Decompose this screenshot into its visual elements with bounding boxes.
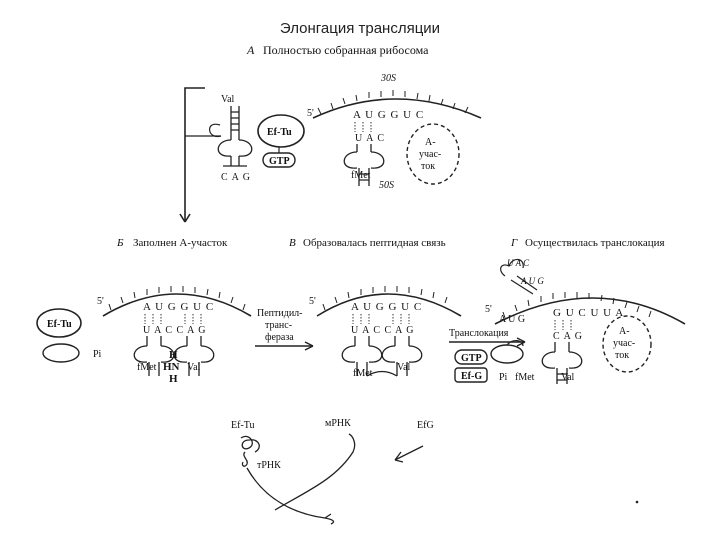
five-prime-a: 5'	[307, 108, 314, 119]
a-site-label-g-3: ток	[615, 350, 629, 361]
panel-b-letter: Б	[116, 237, 124, 249]
peptidyl-transferase-step: Пептидил- транс- фераза	[255, 308, 314, 351]
anticodon-cag-a: C A G	[221, 172, 251, 183]
delivery-bracket-line	[184, 87, 205, 222]
bottom-scribble	[240, 433, 424, 525]
fmet-label-v: fMet	[353, 368, 373, 379]
small-subunit-arc-v	[316, 293, 462, 317]
efg-label: Ef-G	[461, 371, 482, 382]
mrna-codons-b: A U G G U C	[143, 301, 214, 313]
gdp-capsule-b	[42, 343, 80, 363]
efg-gdp-capsule	[490, 344, 524, 364]
hn-label: HN	[163, 361, 180, 373]
a-site-label-a-3: ток	[421, 161, 435, 172]
subunit-ticks-v	[322, 286, 448, 311]
codon-aug-g: A U G	[499, 314, 525, 325]
mrna-codons-v: A U G G U C	[351, 301, 422, 313]
wing-aug: A U G	[520, 276, 544, 286]
trna-peptidyl-g	[541, 342, 583, 384]
released-trna	[500, 258, 538, 295]
gtp-capsule-a	[262, 152, 296, 168]
wing-uac: U A C	[507, 258, 530, 268]
bottom-mrna-label: мРНК	[325, 418, 351, 429]
panel-a-letter: А	[246, 43, 255, 57]
five-prime-v: 5'	[309, 296, 316, 307]
five-prime-b: 5'	[97, 296, 104, 307]
bracket-hook	[209, 123, 222, 138]
a-site-label-a-2: учас-	[419, 149, 441, 160]
anticodons-b: U A C C A G	[143, 325, 207, 336]
val-label-v: Val	[397, 362, 411, 373]
panel-v: 5' A U G G U C U A C C A G fMet Val	[309, 286, 462, 379]
small-subunit-arc-g	[494, 297, 686, 325]
fmet-label-g: fMet	[515, 372, 535, 383]
a-site-g	[602, 315, 652, 373]
delivery-arrowhead	[179, 213, 191, 223]
peptidyl-label-1: Пептидил-	[257, 308, 303, 319]
val-label-a: Val	[221, 94, 235, 105]
gtp-label-a: GTP	[269, 156, 290, 167]
efg-box	[454, 367, 488, 383]
bottom-efg-label: EfG	[417, 420, 434, 431]
subunit-ticks-b	[108, 286, 246, 311]
val-label-g: Val	[561, 372, 575, 383]
bottom-trna-label: тРНК	[257, 460, 281, 471]
subunit-ticks-a	[317, 90, 469, 115]
translocation-step: Транслокация GTP Ef-G Pi fMet	[449, 328, 535, 383]
bottom-eftu-label: Ef-Tu	[231, 420, 255, 431]
panel-g: U A C A U G 5' A U G G U C U U A C A G V…	[485, 258, 686, 384]
trna-pair-v	[341, 336, 423, 377]
bottom-sketch: Ef-Tu мРНК EfG тРНК	[231, 418, 639, 525]
eftu-label-b: Ef-Tu	[47, 319, 72, 330]
s30-label: 30S	[380, 73, 396, 84]
anticodon-uac-a: U A C	[355, 133, 385, 144]
trna-fmet-a	[343, 144, 385, 186]
panel-g-letter: Г	[510, 237, 518, 249]
a-site-a	[406, 123, 460, 185]
subunit-ticks-g	[502, 292, 652, 319]
panel-a-caption: Полностью собранная рибосома	[263, 43, 429, 57]
panel-a: А Полностью собранная рибосома Val C A G…	[179, 43, 482, 223]
fmet-label-a: fMet	[351, 170, 371, 181]
translocation-label: Транслокация	[449, 328, 509, 339]
trna-pair-b	[133, 336, 215, 376]
eftu-factor-a	[257, 114, 305, 148]
small-subunit-arc-b	[102, 293, 252, 317]
a-site-label-g-2: учас-	[613, 338, 635, 349]
eftu-label-a: Ef-Tu	[267, 127, 292, 138]
h-bottom-label: H	[169, 373, 178, 385]
h-top-label: H	[169, 349, 178, 361]
five-prime-g: 5'	[485, 304, 492, 315]
panel-v-caption: Образовалась пептидная связь	[303, 237, 446, 249]
s50-label: 50S	[379, 180, 394, 191]
a-site-label-a-1: А-	[425, 137, 436, 148]
panel-b: Ef-Tu Pi 5' A U G G U C U A C C A G fMet…	[36, 286, 252, 385]
peptidyl-label-2: транс-	[265, 320, 292, 331]
mrna-codons-a: A U G G U C	[353, 109, 424, 121]
panel-b-caption: Заполнен А-участок	[133, 237, 228, 249]
small-subunit-arc-a	[312, 98, 482, 119]
pi-label-b: Pi	[93, 349, 102, 360]
val-label-b: Val	[187, 362, 201, 373]
gtp-capsule-v	[454, 349, 488, 365]
mrna-codons-g: G U C U U A	[553, 307, 624, 319]
panel-g-caption: Осуществилась транслокация	[525, 237, 665, 249]
page-title: Элонгация трансляции	[279, 20, 441, 37]
eftu-released	[36, 308, 82, 338]
peptidyl-label-3: фераза	[265, 332, 294, 343]
fmet-label-b: fMet	[137, 362, 157, 373]
stray-dot	[635, 500, 639, 504]
a-site-label-g-1: А-	[619, 326, 630, 337]
gtp-label-v: GTP	[461, 353, 482, 364]
anticodon-cag-g: C A G	[553, 331, 583, 342]
elongation-diagram: А Полностью собранная рибосома Val C A G…	[35, 40, 695, 528]
pi-label-g: Pi	[499, 372, 508, 383]
anticodons-v: U A C C A G	[351, 325, 415, 336]
trna-val-a	[217, 106, 253, 167]
panel-v-letter: В	[289, 237, 296, 249]
